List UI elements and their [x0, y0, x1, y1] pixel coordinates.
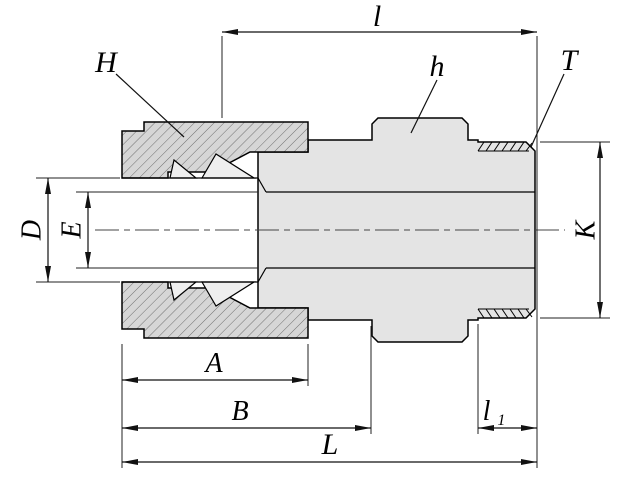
label-E: E [57, 221, 88, 239]
label-l1: l 1 [483, 396, 506, 429]
label-H: H [94, 46, 119, 79]
label-l: l [373, 0, 381, 33]
male-thread [477, 141, 533, 319]
leader-T [530, 73, 565, 148]
label-T: T [561, 44, 580, 77]
tube-stop-cone-bottom [257, 267, 267, 283]
label-B: B [231, 396, 248, 427]
label-l1-base: l [483, 396, 491, 427]
leader-h [410, 79, 438, 134]
leader-H [115, 73, 185, 138]
label-A: A [203, 348, 223, 379]
extension-lines [36, 36, 610, 468]
label-h: h [430, 50, 445, 83]
label-D: D [17, 220, 48, 241]
label-K: K [571, 219, 602, 240]
tube-stop-cone-top [257, 177, 267, 193]
label-l1-subscript: 1 [497, 412, 505, 429]
label-L: L [321, 428, 339, 461]
